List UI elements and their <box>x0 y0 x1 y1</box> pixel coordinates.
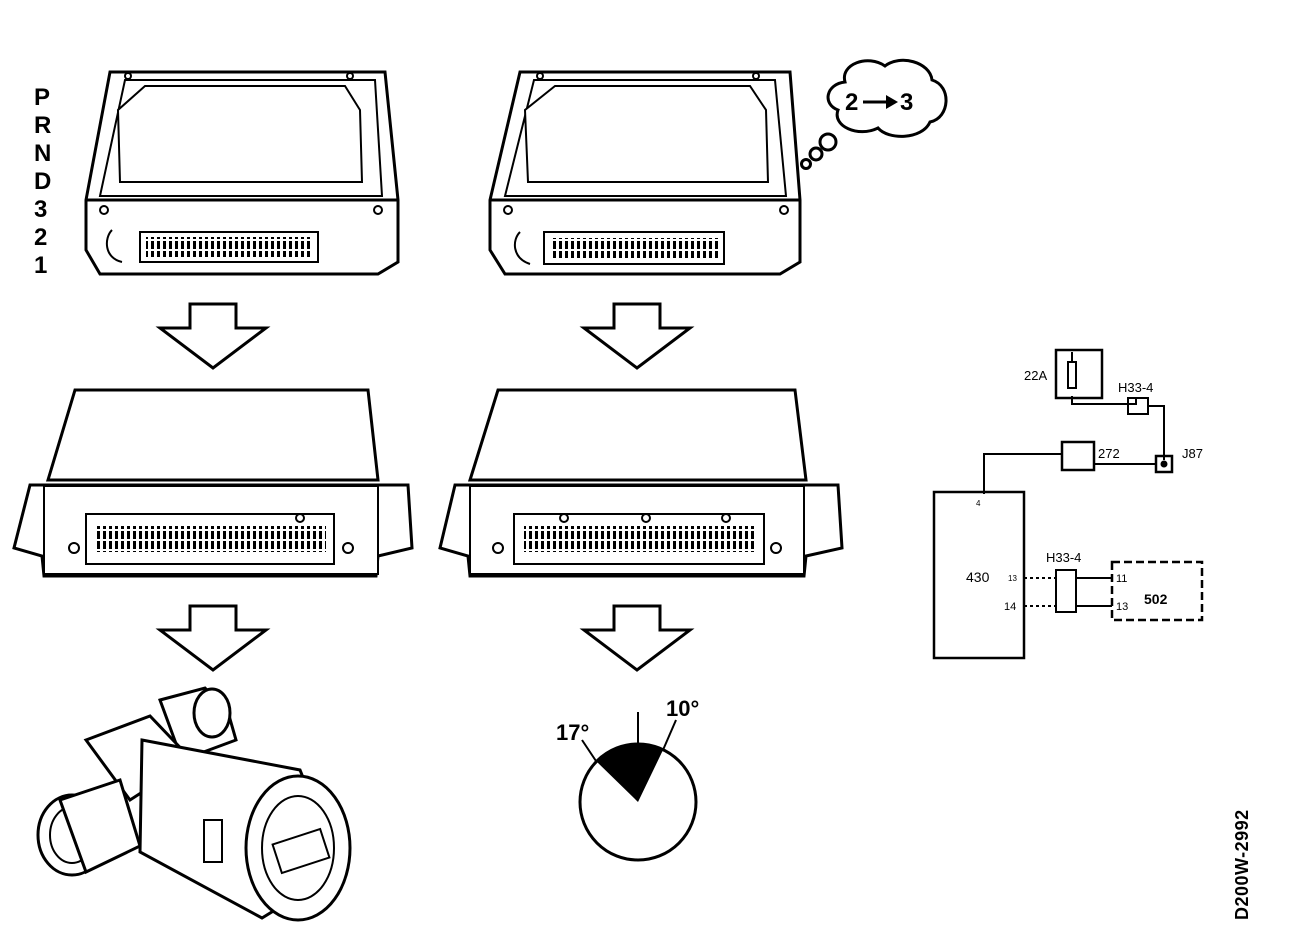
wire-h33-j87 <box>1148 405 1165 460</box>
wiring-labels: 22A H33-4 272 J87 430 502 H33-4 14 13 11… <box>966 368 1203 613</box>
gear-d: D <box>34 168 52 195</box>
junction-dot <box>1160 460 1168 468</box>
dial-sector <box>596 743 663 802</box>
dial-17-leader <box>581 739 597 762</box>
junction-label: J87 <box>1182 446 1203 461</box>
relay-272 <box>1060 440 1096 472</box>
idle-air-valve <box>36 686 352 922</box>
thought-bubble <box>800 58 948 170</box>
control-unit-middle-left <box>12 388 414 578</box>
flow-arrow-left-2 <box>155 604 271 672</box>
fuse-label: 22A <box>1024 368 1047 383</box>
pin-14-label: 14 <box>1004 601 1016 613</box>
module-502-label: 502 <box>1144 591 1168 607</box>
gear-2: 2 <box>34 224 48 251</box>
flow-arrow-left-1 <box>155 302 271 370</box>
fuse-box <box>1054 348 1104 400</box>
wire-fuse-h33 <box>1071 396 1137 405</box>
angle-10-label: 10° <box>666 696 699 721</box>
connector-top-label: H33-4 <box>1118 380 1153 395</box>
gear-change-arrow-head <box>886 95 898 109</box>
connector-h33-top <box>1127 397 1149 415</box>
control-unit-top-left <box>84 70 400 276</box>
module-430-box <box>932 490 1026 660</box>
gear-to-label: 3 <box>900 89 913 116</box>
gear-from-label: 2 <box>845 89 858 116</box>
pin-11-label: 11 <box>1116 573 1127 585</box>
module-430-label: 430 <box>966 569 990 585</box>
pin-13-label: 13 <box>1116 601 1128 613</box>
connector-bottom-label: H33-4 <box>1046 550 1081 565</box>
timing-dial: 17° 10° <box>556 696 699 862</box>
dial-10-leader <box>662 719 677 751</box>
angle-17-label: 17° <box>556 720 589 745</box>
gear-r: R <box>34 112 52 139</box>
wiring-diagram <box>932 348 1204 660</box>
gear-1: 1 <box>34 252 48 279</box>
flow-arrow-right-1 <box>579 302 695 370</box>
figure-code: D200W-2992 <box>1232 809 1252 920</box>
control-unit-middle-right <box>438 388 844 578</box>
control-unit-top-right <box>488 70 802 276</box>
gear-3: 3 <box>34 196 48 223</box>
fuse-element <box>1067 361 1077 389</box>
module-502-box <box>1110 560 1204 622</box>
connector-h33-bottom <box>1055 569 1077 613</box>
flow-arrow-right-2 <box>579 604 695 672</box>
pin-4-label: 4 <box>976 499 981 508</box>
thought-gear-change: 2 3 <box>845 89 913 116</box>
wire-relay-430 <box>983 453 1062 494</box>
relay-label: 272 <box>1098 446 1120 461</box>
gear-n: N <box>34 140 52 167</box>
pin-13-left-label: 13 <box>1008 574 1017 583</box>
gear-p: P <box>34 84 51 111</box>
